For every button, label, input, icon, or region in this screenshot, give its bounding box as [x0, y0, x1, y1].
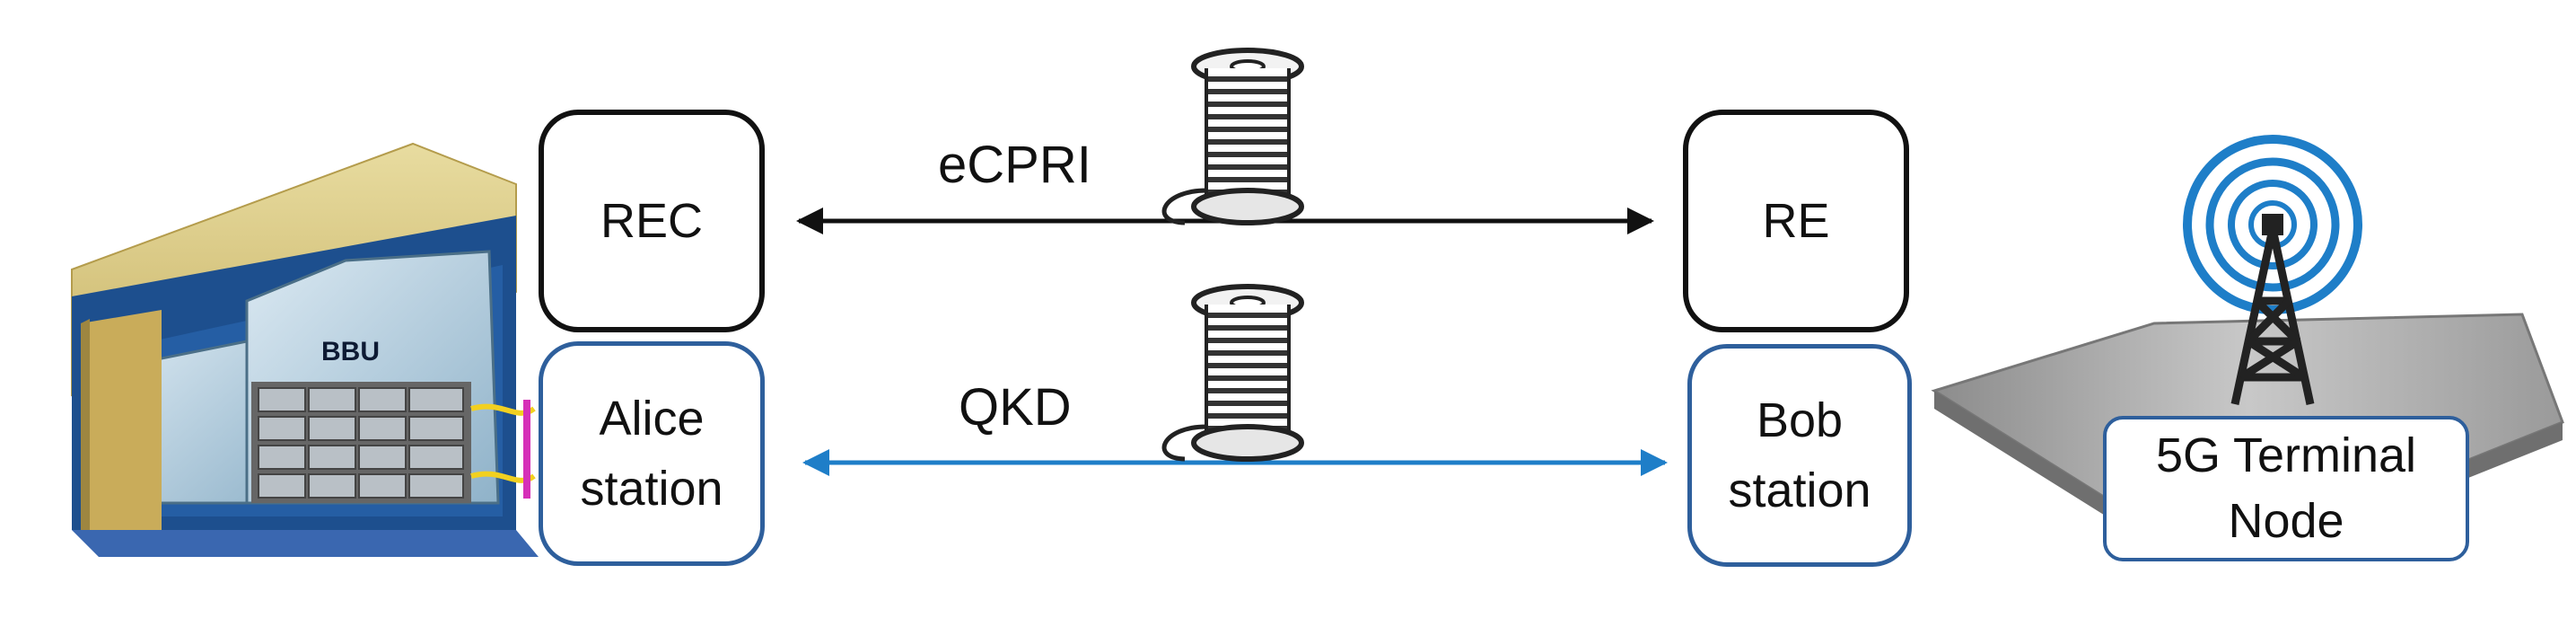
rec-label: REC — [600, 193, 703, 248]
fiber-spool-ecpri-icon — [1164, 50, 1301, 223]
bob-station-label: Bob station — [1728, 393, 1871, 517]
terminal-node-box: 5G Terminal Node — [2103, 416, 2469, 561]
ecpri-label: eCPRI — [938, 136, 1091, 194]
radio-tower-icon — [2183, 135, 2362, 405]
re-box: RE — [1683, 110, 1909, 332]
qkd-label: QKD — [959, 378, 1072, 437]
bbu-building-icon — [71, 142, 539, 557]
fiber-spool-qkd-icon — [1164, 287, 1301, 459]
bob-station-box: Bob station — [1687, 344, 1912, 567]
terminal-node-label: 5G Terminal Node — [2155, 428, 2417, 548]
bbu-label: BBU — [321, 337, 380, 366]
alice-station-box: Alice station — [539, 341, 765, 566]
rec-box: REC — [539, 110, 765, 332]
alice-station-label: Alice station — [580, 391, 723, 516]
re-label: RE — [1762, 193, 1830, 248]
